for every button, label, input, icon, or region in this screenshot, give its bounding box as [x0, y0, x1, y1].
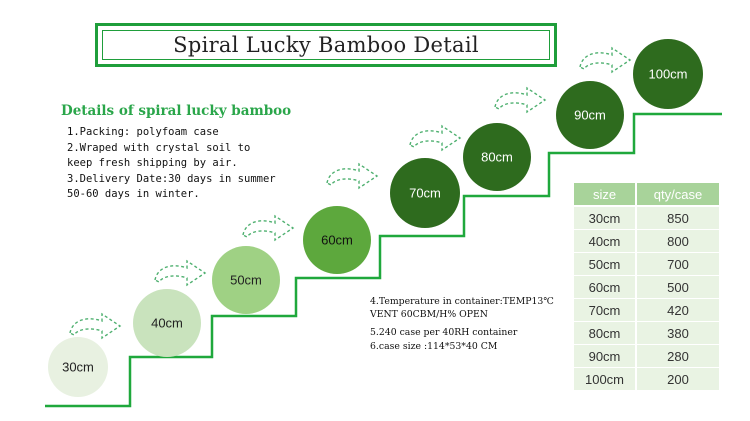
table-cell-qty: 200: [637, 368, 721, 391]
size-step-circle: [48, 337, 108, 397]
dashed-arrow-icon: [242, 214, 295, 242]
dashed-arrow-path: [326, 162, 379, 190]
size-step-circle: [390, 158, 460, 228]
note-line: 5.240 case per 40RH container: [370, 327, 518, 338]
details-line: 50-60 days in winter.: [67, 188, 200, 200]
dashed-arrow-icon: [326, 162, 379, 190]
table-cell-size: 50cm: [574, 253, 637, 276]
size-step-label: 50cm: [230, 273, 262, 288]
dashed-arrow-path: [579, 46, 632, 74]
dashed-arrow-path: [154, 259, 207, 287]
table-cell-size: 30cm: [574, 207, 637, 230]
dashed-arrow-path: [494, 86, 547, 114]
size-step-circle: [212, 246, 280, 314]
title-frame: Spiral Lucky Bamboo Detail: [95, 23, 557, 67]
table-header-qty: qty/case: [637, 183, 721, 207]
size-step-circle: [133, 289, 201, 357]
dashed-arrow-path: [242, 214, 295, 242]
table-cell-size: 100cm: [574, 368, 637, 391]
size-step-label: 80cm: [481, 150, 513, 165]
size-step-circle: [303, 206, 371, 274]
dashed-arrow-path: [69, 312, 122, 340]
page-title: Spiral Lucky Bamboo Detail: [173, 33, 479, 57]
details-line: 2.Wraped with crystal soil to: [67, 142, 251, 154]
dashed-arrow-icon: [494, 86, 547, 114]
dashed-arrow-icon: [69, 312, 122, 340]
table-cell-qty: 500: [637, 276, 721, 299]
table-cell-qty: 850: [637, 207, 721, 230]
note-line: 6.case size :114*53*40 CM: [370, 341, 498, 352]
staircase-line: [45, 112, 722, 408]
details-heading: Details of spiral lucky bamboo: [61, 103, 292, 119]
size-step-label: 90cm: [574, 108, 606, 123]
table-cell-size: 90cm: [574, 345, 637, 368]
size-step-label: 70cm: [409, 186, 441, 201]
table-header-size: size: [574, 183, 637, 207]
dashed-arrow-path: [409, 124, 462, 152]
note-line: VENT 60CBM/H% OPEN: [370, 309, 488, 320]
table-cell-qty: 380: [637, 322, 721, 345]
table-cell-qty: 800: [637, 230, 721, 253]
table-cell-size: 80cm: [574, 322, 637, 345]
title-inner-frame: Spiral Lucky Bamboo Detail: [102, 30, 550, 60]
size-step-label: 40cm: [151, 316, 183, 331]
details-line: 3.Delivery Date:30 days in summer: [67, 173, 276, 185]
table-cell-size: 60cm: [574, 276, 637, 299]
size-step-circle: [633, 39, 703, 109]
details-line: 1.Packing: polyfoam case: [67, 126, 219, 138]
table-header-row: size qty/case: [574, 183, 721, 207]
note-line: 4.Temperature in container:TEMP13℃: [370, 296, 554, 307]
size-step-label: 100cm: [648, 67, 687, 82]
size-step-label: 60cm: [321, 233, 353, 248]
table-cell-size: 70cm: [574, 299, 637, 322]
table-cell-size: 40cm: [574, 230, 637, 253]
size-step-label: 30cm: [62, 360, 94, 375]
size-step-circle: [463, 123, 531, 191]
size-step-circle: [556, 81, 624, 149]
details-line: keep fresh shipping by air.: [67, 157, 238, 169]
table-cell-qty: 700: [637, 253, 721, 276]
dashed-arrow-icon: [579, 46, 632, 74]
dashed-arrow-icon: [154, 259, 207, 287]
table-cell-qty: 280: [637, 345, 721, 368]
table-cell-qty: 420: [637, 299, 721, 322]
dashed-arrow-icon: [409, 124, 462, 152]
